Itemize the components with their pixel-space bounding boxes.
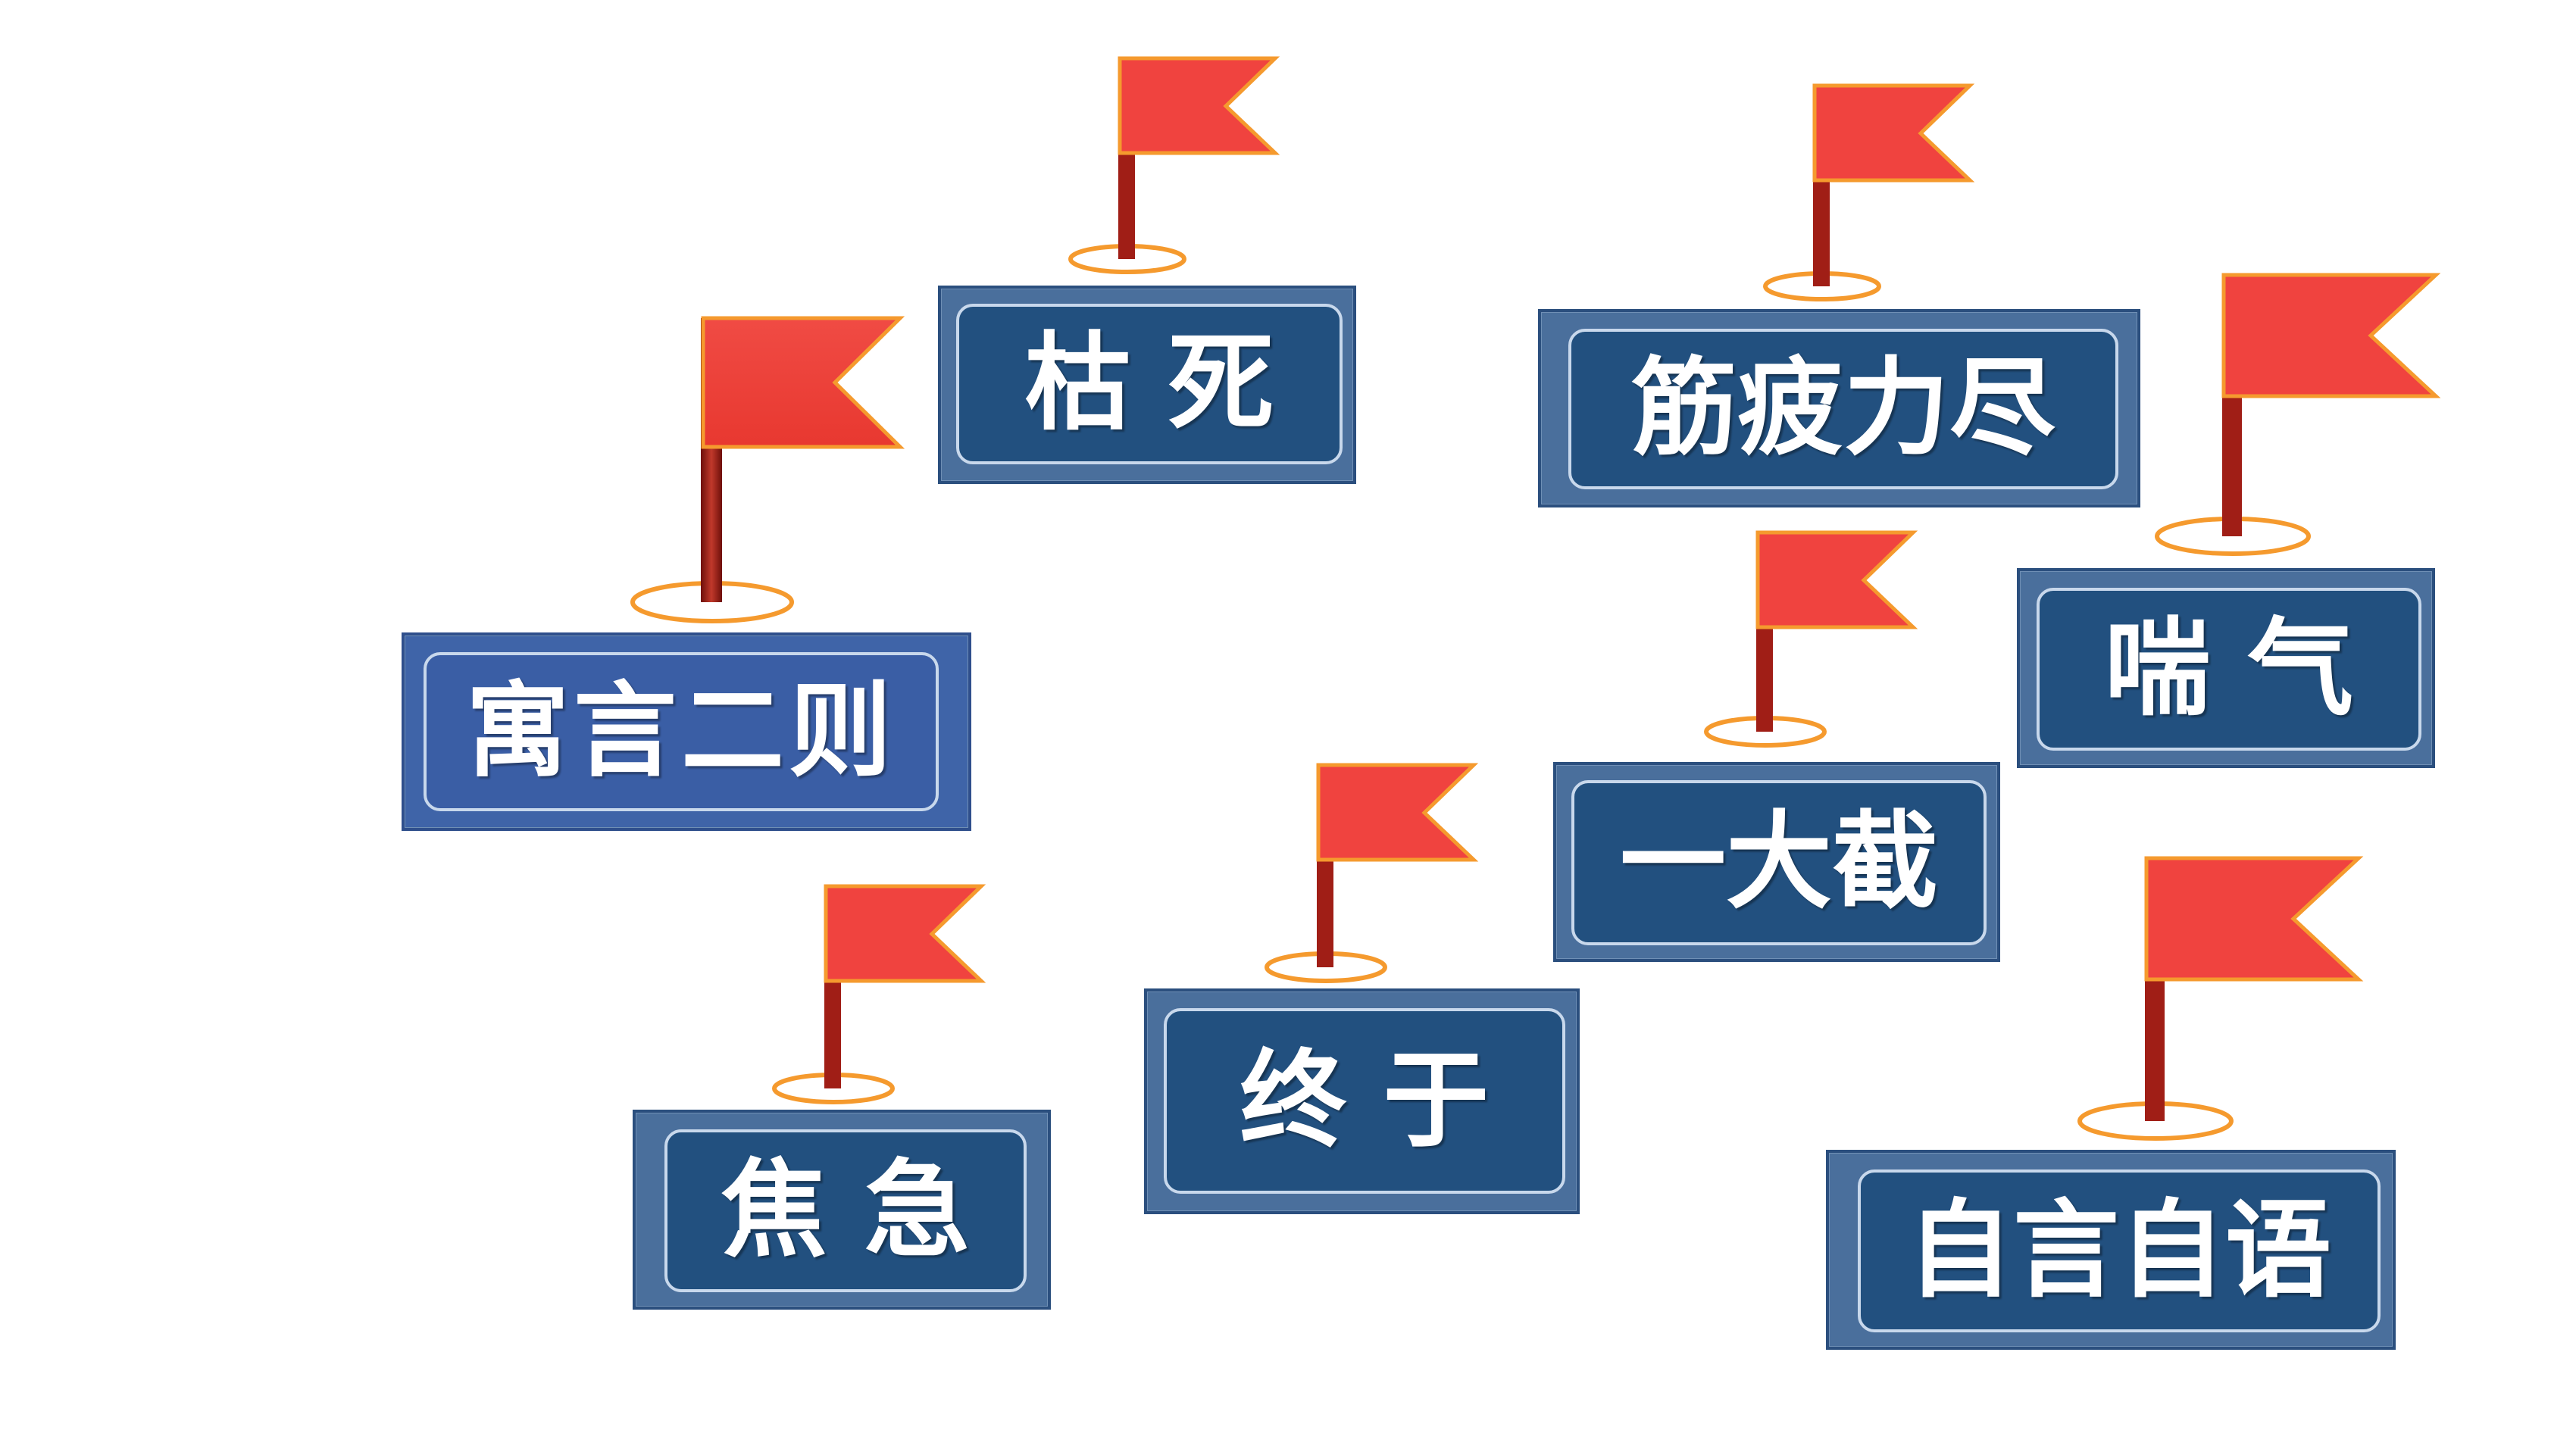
flag-card-zhong-yu[interactable]: 终 于 — [1144, 761, 1583, 1216]
word-sign: 终 于 — [1144, 988, 1580, 1214]
word-sign-inner: 焦 急 — [664, 1129, 1027, 1292]
flag-icon — [630, 316, 905, 623]
flag-card-chuan-qi[interactable]: 喘 气 — [2017, 271, 2441, 771]
flag-card-jin-pi-li-jin[interactable]: 筋疲力尽 — [1538, 82, 2144, 514]
word-label: 枯 死 — [1024, 322, 1274, 445]
word-label: 终 于 — [1240, 1038, 1490, 1163]
flag-icon — [1265, 763, 1479, 983]
flag-card-ku-si[interactable]: 枯 死 — [938, 55, 1362, 494]
word-sign: 一大截 — [1553, 762, 2000, 962]
flag-icon — [772, 884, 986, 1104]
word-sign: 筋疲力尽 — [1538, 309, 2140, 507]
word-label: 喘 气 — [2104, 607, 2354, 731]
word-sign: 喘 气 — [2017, 568, 2435, 768]
flag-icon — [1068, 56, 1280, 274]
word-sign: 寓言二则 — [402, 632, 971, 831]
word-label: 寓言二则 — [466, 672, 896, 792]
flag-card-yi-da-jie[interactable]: 一大截 — [1553, 529, 2008, 968]
word-sign-inner: 枯 死 — [956, 304, 1343, 464]
word-sign-inner: 筋疲力尽 — [1568, 329, 2118, 489]
flag-card-jiao-ji[interactable]: 焦 急 — [633, 882, 1057, 1322]
word-label: 自言自语 — [1906, 1188, 2331, 1313]
word-sign: 枯 死 — [938, 286, 1356, 484]
flag-icon — [2155, 273, 2441, 556]
flag-card-zi-yan-zi-yu[interactable]: 自言自语 — [1826, 854, 2432, 1354]
word-sign-inner: 寓言二则 — [424, 652, 939, 811]
word-sign: 焦 急 — [633, 1110, 1051, 1310]
word-sign: 自言自语 — [1826, 1150, 2396, 1350]
word-sign-inner: 一大截 — [1571, 780, 1987, 945]
flag-icon — [2077, 856, 2364, 1141]
word-label: 一大截 — [1619, 801, 1938, 924]
word-sign-inner: 终 于 — [1164, 1008, 1565, 1194]
flag-icon — [1704, 530, 1918, 748]
word-label: 筋疲力尽 — [1630, 347, 2055, 470]
word-sign-inner: 喘 气 — [2037, 588, 2421, 751]
word-label: 焦 急 — [721, 1148, 971, 1273]
flag-card-yuyan-erze[interactable]: 寓言二则 — [402, 311, 977, 841]
word-sign-inner: 自言自语 — [1858, 1170, 2381, 1332]
flag-icon — [1763, 83, 1975, 301]
